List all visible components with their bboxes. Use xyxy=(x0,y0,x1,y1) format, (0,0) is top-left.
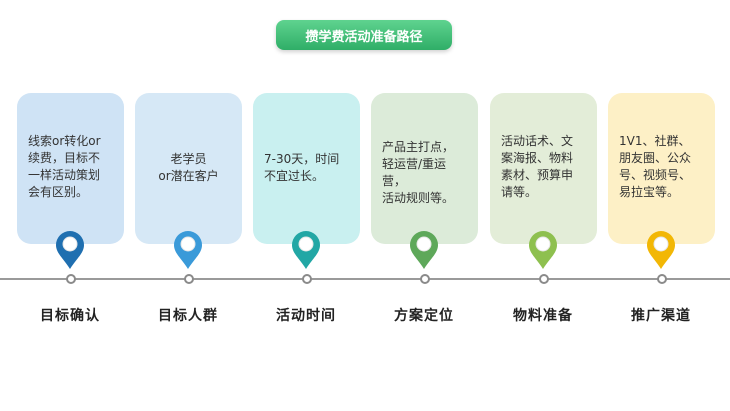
timeline-dot xyxy=(66,274,76,284)
step-6-label: 推广渠道 xyxy=(631,308,691,324)
step-3-card: 7-30天，时间 不宜过长。 xyxy=(253,93,360,244)
map-pin-icon xyxy=(174,231,202,269)
timeline-dot xyxy=(539,274,549,284)
map-pin-icon xyxy=(647,231,675,269)
step-4-card: 产品主打点， 轻运营/重运营， 活动规则等。 xyxy=(371,93,478,244)
map-pin-icon xyxy=(292,231,320,269)
step-1-card: 线索or转化or 续费，目标不 一样活动策划 会有区别。 xyxy=(17,93,124,244)
step-1-label: 目标确认 xyxy=(40,308,100,324)
map-pin-icon xyxy=(410,231,438,269)
step-6-card: 1V1、社群、 朋友圈、公众 号、视频号、 易拉宝等。 xyxy=(608,93,715,244)
timeline-dot xyxy=(184,274,194,284)
timeline-dot xyxy=(657,274,667,284)
step-2-label: 目标人群 xyxy=(158,308,218,324)
timeline-dot xyxy=(420,274,430,284)
map-pin-icon xyxy=(56,231,84,269)
step-5-card: 活动话术、文 案海报、物料 素材、预算申 请等。 xyxy=(490,93,597,244)
timeline-line xyxy=(0,278,730,280)
step-4-label: 方案定位 xyxy=(394,308,454,324)
timeline-dot xyxy=(302,274,312,284)
map-pin-icon xyxy=(529,231,557,269)
step-5-label: 物料准备 xyxy=(513,308,573,324)
diagram-title: 攒学费活动准备路径 xyxy=(276,20,452,50)
step-2-card: 老学员 or潜在客户 xyxy=(135,93,242,244)
step-3-label: 活动时间 xyxy=(276,308,336,324)
